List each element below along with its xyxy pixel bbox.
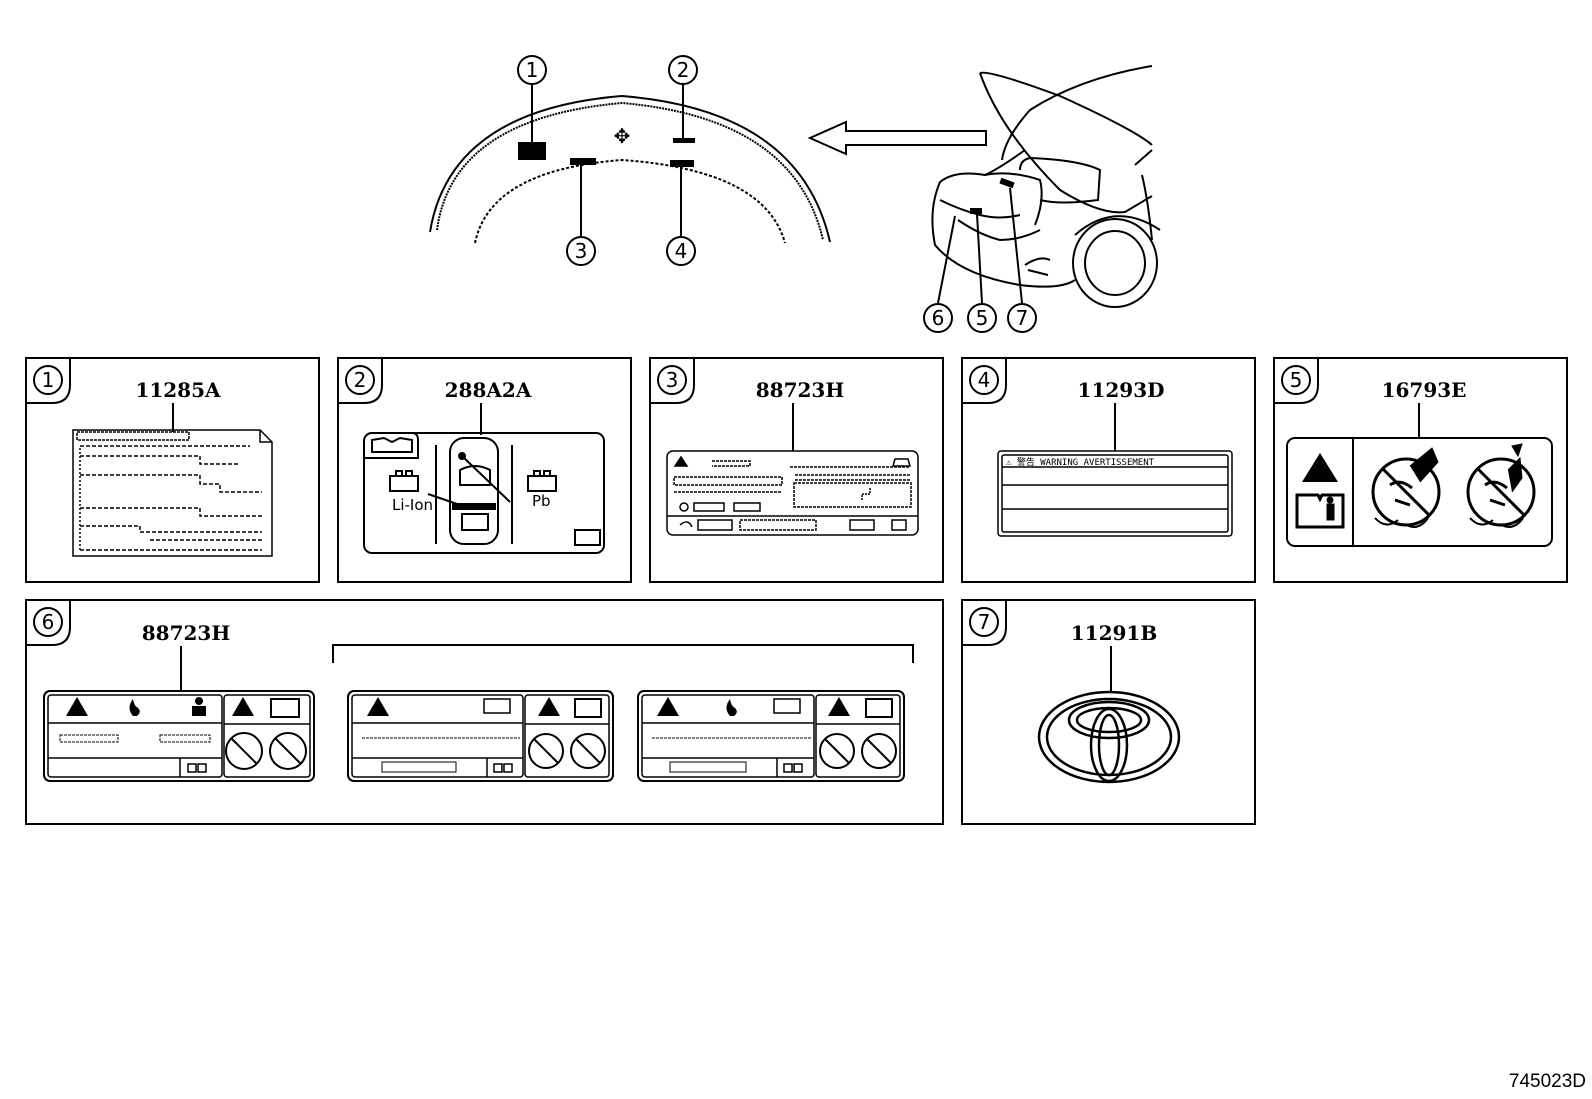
no-spray-icon: [1466, 443, 1536, 528]
svg-text:5: 5: [976, 306, 989, 330]
callout-4: 4: [666, 236, 696, 266]
callout-5-car: 5: [967, 303, 997, 333]
variant-a-manual-icon: [270, 698, 300, 718]
engine-label-7-marker: [999, 177, 1015, 189]
panel-1-number: 1: [33, 365, 63, 395]
callout-7-car: 7: [1007, 303, 1037, 333]
hood-label-2-marker: [673, 138, 695, 143]
hood-center-mark-icon: ✥: [614, 124, 631, 148]
panel-1-label-graphic: [72, 429, 273, 557]
svg-text:2: 2: [354, 368, 367, 392]
panel-2-label-graphic: [363, 432, 605, 554]
svg-text:5: 5: [1290, 368, 1303, 392]
variant-a-warning-icon: [66, 697, 88, 716]
svg-text:6: 6: [42, 610, 55, 634]
diagram-reference-code: 745023D: [1508, 1071, 1586, 1092]
hood-label-1-marker: [518, 142, 546, 160]
panel-5: 5 16793E: [1273, 357, 1568, 583]
svg-text:4: 4: [675, 239, 688, 263]
panel-4-number: 4: [969, 365, 999, 395]
toyota-emblem-icon: [1037, 690, 1181, 784]
panel-4-part-number: 11293D: [1078, 378, 1165, 402]
panel-2-part-number: 288A2A: [445, 378, 532, 402]
car-front-illustration: [931, 65, 1161, 308]
variant-b-manual-icon: [574, 698, 602, 718]
variant-c-warning-icon: [657, 697, 679, 716]
panel-5-label-graphic: [1286, 437, 1553, 547]
svg-text:2: 2: [677, 58, 690, 82]
variant-b-warning-icon: [367, 697, 389, 716]
panel-1: 1 11285A: [25, 357, 320, 583]
variant-a-person-icon: [195, 697, 203, 705]
pb-label: Pb: [532, 492, 551, 510]
panel-5-part-number: 16793E: [1382, 378, 1467, 402]
variant-c-flame-icon: [726, 699, 737, 716]
hood-label-3-marker: [570, 158, 596, 165]
manual-info-icon: [1295, 493, 1345, 529]
variant-bracket: [332, 644, 914, 663]
variant-c-manual-icon: [865, 698, 893, 718]
svg-text:1: 1: [42, 368, 55, 392]
hood-label-markers: ✥: [518, 124, 695, 167]
panel-1-part-number: 11285A: [135, 378, 221, 402]
engine-label-markers: [970, 177, 1015, 214]
svg-text:6: 6: [932, 306, 945, 330]
callout-1: 1: [517, 55, 547, 85]
panel-3-label-graphic: [666, 450, 919, 536]
panel-7-part-number: 11291B: [1071, 621, 1157, 645]
variant-a-warning-icon-2: [232, 697, 254, 716]
li-ion-label: Li-Ion: [392, 496, 433, 514]
manual-book-icon: [371, 436, 413, 453]
panel-5-number: 5: [1281, 365, 1311, 395]
callout-2: 2: [668, 55, 698, 85]
svg-text:7: 7: [1016, 306, 1029, 330]
panel-6-variant-a: [43, 690, 315, 782]
car-leader-lines: [937, 187, 1023, 304]
panel-2-number: 2: [345, 365, 375, 395]
engine-label-5-marker: [970, 208, 982, 214]
hood-underside-view: [429, 94, 831, 244]
variant-c-warning-icon-2: [828, 697, 850, 716]
variant-a-flame-icon: [129, 699, 140, 716]
svg-text:7: 7: [978, 610, 991, 634]
panel-4-label-graphic: [997, 450, 1233, 537]
svg-text:3: 3: [575, 239, 588, 263]
svg-text:4: 4: [978, 368, 991, 392]
panel-6: 6 88723H: [25, 599, 944, 825]
panel-6-variant-b: [347, 690, 614, 782]
panel-6-variant-c: [637, 690, 905, 782]
warning-triangle-icon: [1302, 453, 1338, 482]
svg-text:1: 1: [526, 58, 539, 82]
panel-3: 3 88723H: [649, 357, 944, 583]
panel-6-part-number: 88723H: [142, 621, 230, 645]
panel-2: 2 288A2A Li-Ion Pb: [337, 357, 632, 583]
panel-4-header-text: ⚠ 警告 WARNING AVERTISSEMENT: [1006, 456, 1155, 468]
panel-7: 7 11291B: [961, 599, 1256, 825]
variant-b-warning-icon-2: [538, 697, 560, 716]
callout-6-car: 6: [923, 303, 953, 333]
svg-text:3: 3: [666, 368, 679, 392]
hood-leader-lines: [531, 84, 684, 237]
panel-6-number: 6: [33, 607, 63, 637]
panel-7-number: 7: [969, 607, 999, 637]
panel-3-part-number: 88723H: [756, 378, 844, 402]
hood-label-4-marker: [670, 160, 694, 167]
panel-4: 4 11293D ⚠ 警告 WARNING AVERTISSEMENT: [961, 357, 1256, 583]
no-bare-hands-icon: [1371, 447, 1441, 528]
direction-arrow: [807, 120, 987, 156]
callout-3: 3: [566, 236, 596, 266]
panel-3-number: 3: [657, 365, 687, 395]
